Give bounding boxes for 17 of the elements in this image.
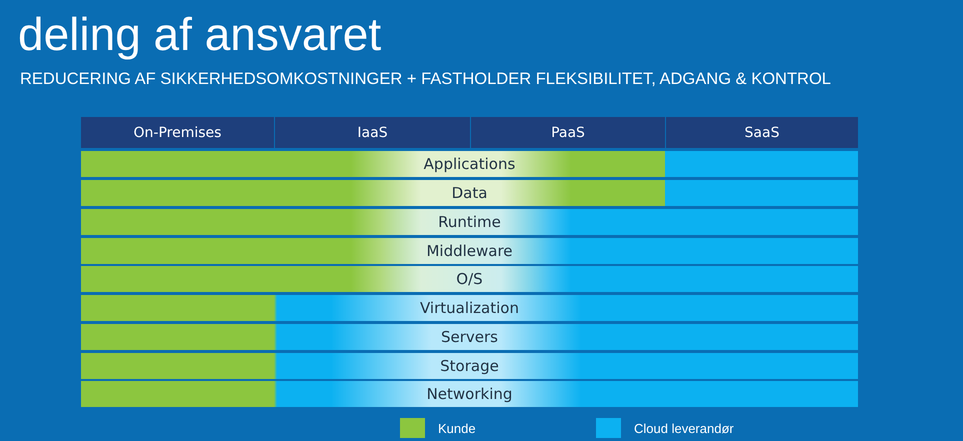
layer-bar: Applications bbox=[81, 151, 858, 177]
layer-bar: Servers bbox=[81, 324, 858, 350]
layer-bar: Runtime bbox=[81, 209, 858, 235]
layer-bar: Virtualization bbox=[81, 295, 858, 321]
legend-label: Cloud leverandør bbox=[634, 421, 734, 436]
column-header: SaaS bbox=[666, 117, 858, 148]
layer-bar: O/S bbox=[81, 266, 858, 292]
layer-bar: Middleware bbox=[81, 238, 858, 264]
layer-bar: Storage bbox=[81, 353, 858, 379]
title: deling af ansvaret bbox=[18, 7, 382, 62]
layer-bar: Data bbox=[81, 180, 858, 206]
column-header: On-Premises bbox=[81, 117, 274, 148]
column-header: IaaS bbox=[275, 117, 470, 148]
subtitle: REDUCERING AF SIKKERHEDSOMKOSTNINGER + FASTHOLDER FLEKSIBILITET, ADGANG & KONTROL bbox=[20, 70, 831, 89]
layer-bar: Networking bbox=[81, 381, 858, 407]
column-header: PaaS bbox=[471, 117, 665, 148]
legend-label: Kunde bbox=[438, 421, 476, 436]
